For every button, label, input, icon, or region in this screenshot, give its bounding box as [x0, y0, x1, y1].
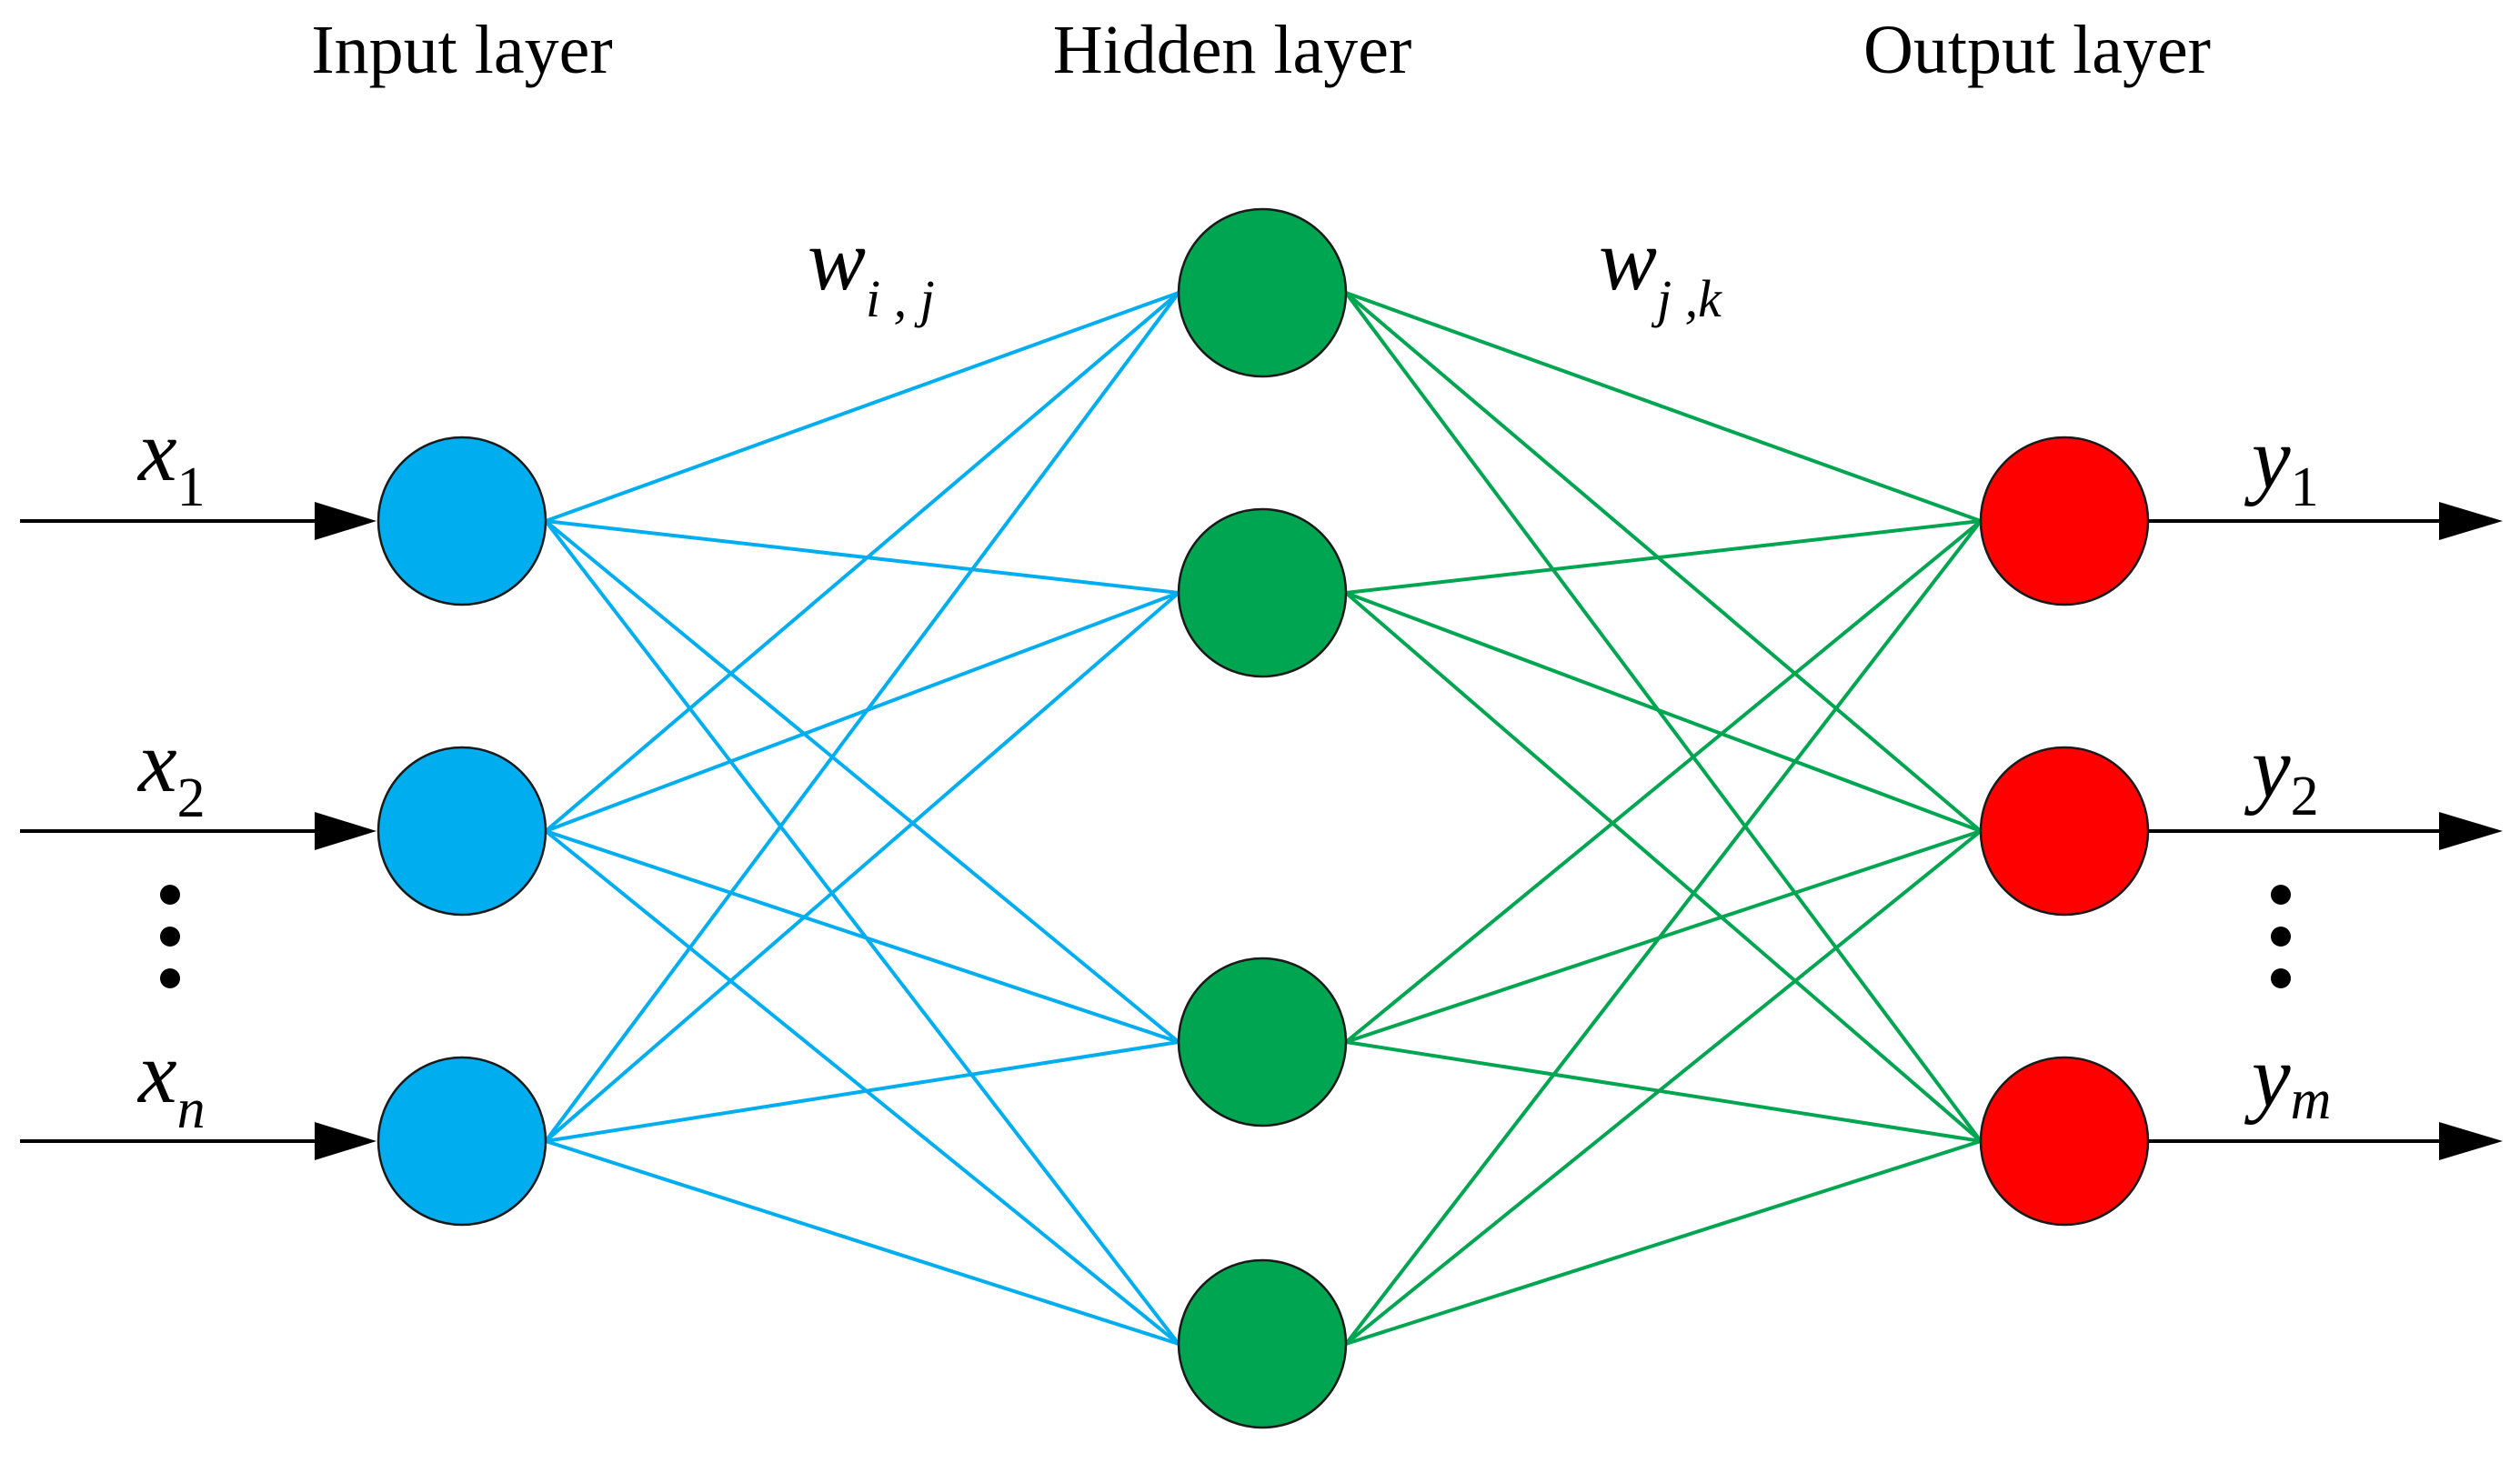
edge-input2-hidden3	[545, 829, 1180, 1044]
input-ellipsis-dot-3	[160, 968, 180, 988]
input-layer-title: Input layer	[311, 12, 612, 88]
edge-input3-hidden4	[545, 1139, 1180, 1346]
edge-input1-hidden4	[544, 519, 1180, 1346]
input-label-n: xn	[136, 1024, 206, 1140]
edge-hidden2-output1	[1345, 519, 1982, 595]
weight-label-hidden-output: wj ,k	[1599, 211, 1722, 328]
output-arrowhead-1	[2439, 502, 2503, 540]
output-label-2: y2	[2244, 718, 2319, 827]
input-label-2: x2	[136, 713, 206, 829]
edge-hidden4-output1	[1344, 519, 1983, 1346]
edge-hidden3-output1	[1344, 519, 1983, 1044]
edge-hidden2-output2	[1345, 591, 1982, 833]
edge-input3-hidden2	[544, 591, 1180, 1143]
edge-hidden1-output3	[1344, 291, 1983, 1143]
output-node-1	[1979, 436, 2150, 606]
hidden-node-3	[1177, 957, 1348, 1127]
output-arrows	[2148, 502, 2503, 1160]
output-ellipsis	[2271, 885, 2291, 988]
input-arrowhead-3	[315, 1122, 376, 1160]
hidden-node-2	[1177, 507, 1348, 678]
edge-hidden4-output2	[1344, 829, 1983, 1346]
edge-hidden1-output1	[1345, 291, 1982, 523]
output-arrowhead-2	[2439, 812, 2503, 850]
output-ellipsis-dot-1	[2271, 885, 2291, 905]
edge-hidden3-output3	[1345, 1040, 1982, 1143]
hidden-node-1	[1177, 207, 1348, 378]
input-node-2	[376, 746, 547, 917]
network-nodes	[376, 207, 2150, 1429]
input-ellipsis-dot-1	[160, 885, 180, 905]
input-node-1	[376, 436, 547, 606]
input-label-1: x1	[136, 402, 206, 518]
output-arrowhead-3	[2439, 1122, 2503, 1160]
edge-input2-hidden2	[545, 591, 1180, 833]
output-label-1: y1	[2244, 409, 2319, 518]
edge-hidden4-output3	[1345, 1139, 1982, 1346]
input-arrows	[20, 502, 376, 1160]
output-node-3	[1979, 1056, 2150, 1227]
output-ellipsis-dot-2	[2271, 927, 2291, 947]
edge-input1-hidden2	[545, 519, 1180, 595]
hidden-layer-title: Hidden layer	[1053, 12, 1412, 88]
hidden-output-connections	[1344, 291, 1983, 1346]
edge-input3-hidden1	[544, 291, 1180, 1143]
edge-input1-hidden3	[544, 519, 1180, 1044]
edge-hidden2-output3	[1344, 591, 1983, 1143]
edge-input1-hidden1	[545, 291, 1180, 523]
edge-input2-hidden1	[544, 291, 1180, 833]
edge-hidden3-output2	[1345, 829, 1982, 1044]
output-label-m: ym	[2244, 1027, 2331, 1131]
hidden-node-4	[1177, 1258, 1348, 1429]
input-ellipsis-dot-2	[160, 927, 180, 947]
input-hidden-connections	[544, 291, 1180, 1346]
output-node-2	[1979, 746, 2150, 917]
edge-hidden1-output2	[1344, 291, 1983, 833]
weight-label-input-hidden: wi , j	[808, 211, 935, 328]
output-ellipsis-dot-3	[2271, 968, 2291, 988]
edge-input3-hidden3	[545, 1040, 1180, 1143]
output-layer-title: Output layer	[1863, 12, 2211, 88]
input-ellipsis	[160, 885, 180, 988]
input-arrowhead-2	[315, 812, 376, 850]
input-node-3	[376, 1056, 547, 1227]
input-arrowhead-1	[315, 502, 376, 540]
edge-input2-hidden4	[544, 829, 1180, 1346]
